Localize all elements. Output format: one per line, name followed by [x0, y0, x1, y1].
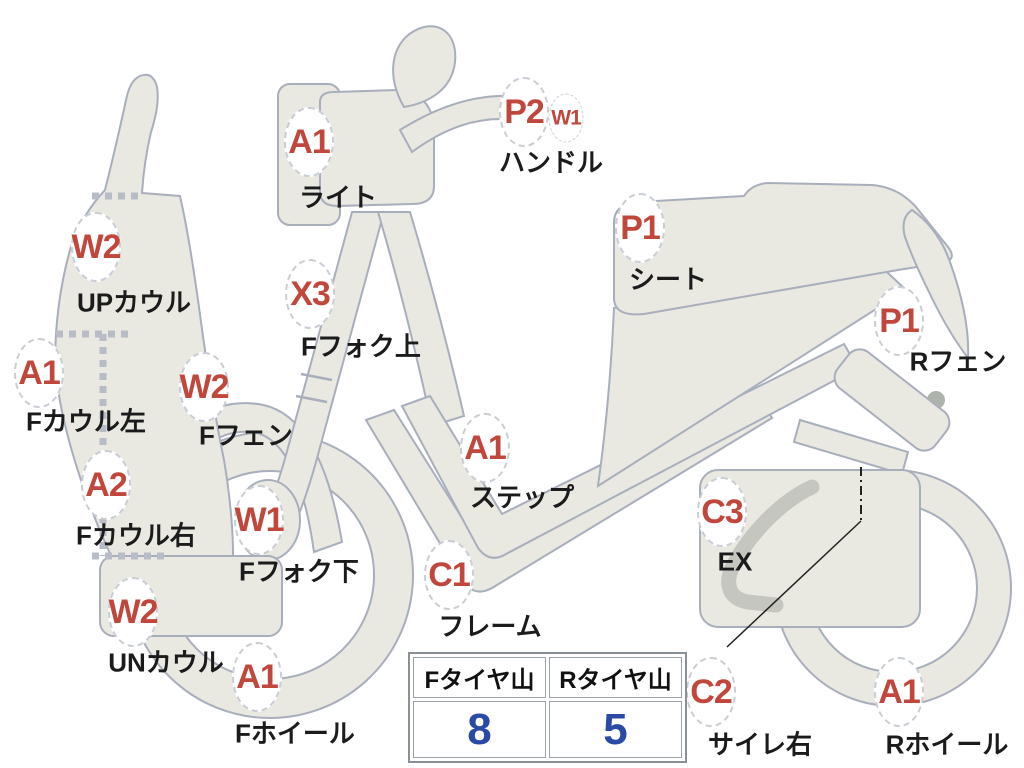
damage-badge-up-cowl: W2	[71, 212, 122, 282]
exhaust-pipe-shape	[721, 479, 820, 613]
muffler-shape	[699, 469, 921, 628]
part-label-un-cowl: UNカウル	[108, 647, 224, 678]
part-label-f-fork-upper: Fフォク上	[301, 331, 421, 362]
tire-table-header-rear: Rタイヤ山	[549, 657, 682, 698]
damage-badge-handle: P2	[499, 77, 549, 147]
damage-badge-silencer-right: C2	[686, 657, 736, 727]
part-label-f-wheel: Fホイール	[235, 718, 355, 749]
tire-tread-table: Fタイヤ山 Rタイヤ山 8 5	[408, 652, 687, 763]
damage-badge-r-fender: P1	[874, 286, 924, 356]
fork-joint-line-1	[300, 372, 333, 382]
part-label-step: ステップ	[469, 482, 575, 513]
damage-badge-f-fork-lower: W1	[234, 485, 285, 555]
part-label-r-wheel: Rホイール	[885, 729, 1009, 760]
part-label-r-fender: Rフェン	[909, 346, 1007, 377]
damage-badge-step: A1	[460, 413, 510, 483]
damage-badge-f-cowl-right: A2	[81, 450, 131, 520]
leader-diagonal-line	[726, 520, 862, 648]
part-label-f-fender: Fフェン	[199, 420, 293, 451]
part-label-f-cowl-left: Fカウル左	[26, 406, 146, 437]
part-label-exhaust: EX	[717, 546, 753, 577]
part-label-f-cowl-right: Fカウル右	[76, 520, 196, 551]
damage-badge-f-fork-upper: X3	[285, 259, 335, 329]
tire-table-value-front: 8	[413, 701, 546, 758]
part-label-seat: シート	[628, 264, 708, 295]
tire-table-header-front: Fタイヤ山	[413, 657, 546, 698]
damage-badge-seat: P1	[615, 193, 665, 263]
damage-badge-f-fender: W2	[179, 352, 230, 422]
part-label-f-fork-lower: Fフォク下	[239, 556, 359, 587]
part-label-frame: フレーム	[438, 611, 542, 642]
headlight-unit-shape	[319, 88, 435, 208]
front-fork-right-leg-shape	[376, 211, 466, 428]
part-label-silencer-right: サイレ右	[707, 729, 813, 760]
damage-badge-f-cowl-left: A1	[14, 338, 64, 408]
tire-table-value-rear: 5	[549, 701, 682, 758]
damage-badge-un-cowl: W2	[108, 577, 159, 647]
damage-badge-light: A1	[284, 107, 334, 177]
rear-suspension-shape	[833, 348, 951, 452]
damage-badge-f-wheel: A1	[232, 642, 282, 712]
damage-badge-exhaust: C3	[697, 477, 747, 547]
damage-badge-r-wheel: A1	[874, 657, 924, 727]
rear-fender-shape	[902, 208, 970, 361]
part-label-up-cowl: UPカウル	[76, 287, 192, 318]
damage-badge-handle-sub: W1	[548, 93, 584, 143]
mirror-shape	[392, 25, 457, 109]
part-label-handle: ハンドル	[498, 147, 604, 178]
damage-badge-frame: C1	[424, 540, 474, 610]
rear-side-panel-shape	[596, 256, 908, 489]
fork-joint-line-2	[295, 394, 328, 404]
part-label-light: ライト	[298, 182, 378, 213]
